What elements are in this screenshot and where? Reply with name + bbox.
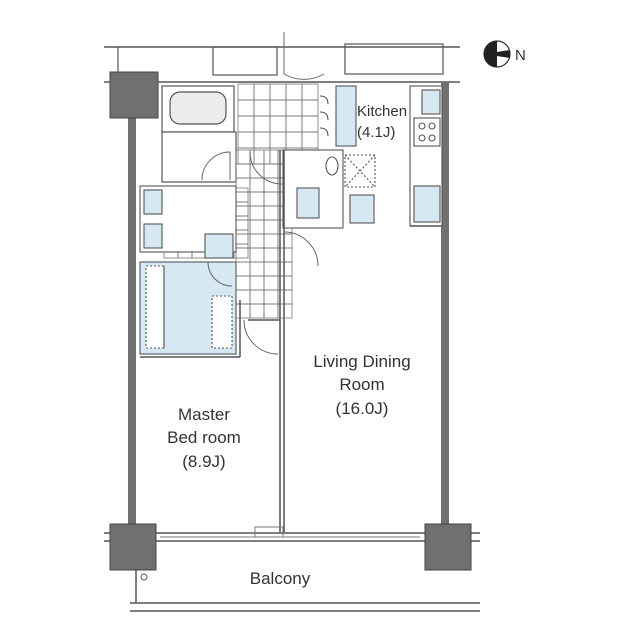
balcony-label: Balcony xyxy=(250,569,311,588)
floor-tile xyxy=(249,303,265,319)
floor-tile xyxy=(235,163,251,179)
floor-tile xyxy=(237,115,255,133)
door-swings xyxy=(201,32,325,355)
floor-tile xyxy=(263,205,279,221)
compass-icon xyxy=(483,40,511,68)
living-dining-label-line1: Living Dining xyxy=(313,352,410,371)
floor-tile xyxy=(263,219,279,235)
floor-tile xyxy=(249,261,265,277)
master-bedroom-label-line2: Bed room xyxy=(167,428,241,447)
floor-tile xyxy=(249,191,265,207)
floor-tile xyxy=(249,233,265,249)
living-dining-size: (16.0J) xyxy=(336,399,389,418)
bathtub-icon xyxy=(169,91,227,125)
floor-tile xyxy=(269,131,287,149)
toilet-room xyxy=(282,149,376,229)
floor-tile xyxy=(285,131,303,149)
floor-tile xyxy=(235,261,251,277)
drain-icon xyxy=(140,573,148,581)
floor-tile xyxy=(263,233,279,249)
bathroom xyxy=(161,85,237,183)
kitchen-size: (4.1J) xyxy=(357,124,395,141)
kitchen-counter xyxy=(319,85,443,227)
master-bedroom-label-line1: Master xyxy=(178,405,230,424)
floor-tile xyxy=(301,99,319,117)
floor-tile xyxy=(235,303,251,319)
floor-tile xyxy=(253,99,271,117)
floor-tile xyxy=(237,99,255,117)
living-dining-label-line2: Room xyxy=(339,375,384,394)
floor-tile xyxy=(235,275,251,291)
floor-tile xyxy=(253,131,271,149)
exterior-walls xyxy=(104,46,480,612)
floor-tile xyxy=(249,163,265,179)
floor-tile xyxy=(249,219,265,235)
floor-tile xyxy=(235,289,251,305)
kitchen-label: Kitchen xyxy=(357,103,407,120)
columns xyxy=(109,71,472,571)
stove-icon xyxy=(413,117,441,147)
floor-tile xyxy=(263,191,279,207)
floor-tile xyxy=(249,289,265,305)
bedroom-closet xyxy=(139,261,237,355)
floor-tile xyxy=(253,115,271,133)
floor-tile xyxy=(263,303,279,319)
floor-tile xyxy=(263,149,279,165)
floor-tile xyxy=(269,115,287,133)
floor-tile xyxy=(249,177,265,193)
floor-tile xyxy=(263,275,279,291)
floor-tile xyxy=(269,83,287,101)
floor-tile xyxy=(249,149,265,165)
floor-tile xyxy=(263,289,279,305)
top-frames xyxy=(117,43,444,76)
floor-tile xyxy=(237,83,255,101)
floor-tile xyxy=(253,83,271,101)
floor-tile xyxy=(249,247,265,263)
floor-tile xyxy=(249,205,265,221)
floor-tile xyxy=(301,131,319,149)
vanity xyxy=(139,185,237,259)
compass-north-label: N xyxy=(515,47,526,64)
floor-tile xyxy=(285,83,303,101)
floor-tile xyxy=(285,115,303,133)
floor-tile xyxy=(263,247,279,263)
floor-tile xyxy=(249,275,265,291)
floor-tile xyxy=(285,99,303,117)
master-bedroom-size: (8.9J) xyxy=(182,452,225,471)
floor-tile xyxy=(237,131,255,149)
interior-walls xyxy=(140,150,441,533)
facade-windows xyxy=(160,526,420,538)
floor-tile xyxy=(301,83,319,101)
floor-tile xyxy=(269,99,287,117)
floor-tile xyxy=(301,115,319,133)
floor-tile xyxy=(263,261,279,277)
floor-tile xyxy=(277,303,293,319)
floor-tile xyxy=(263,163,279,179)
